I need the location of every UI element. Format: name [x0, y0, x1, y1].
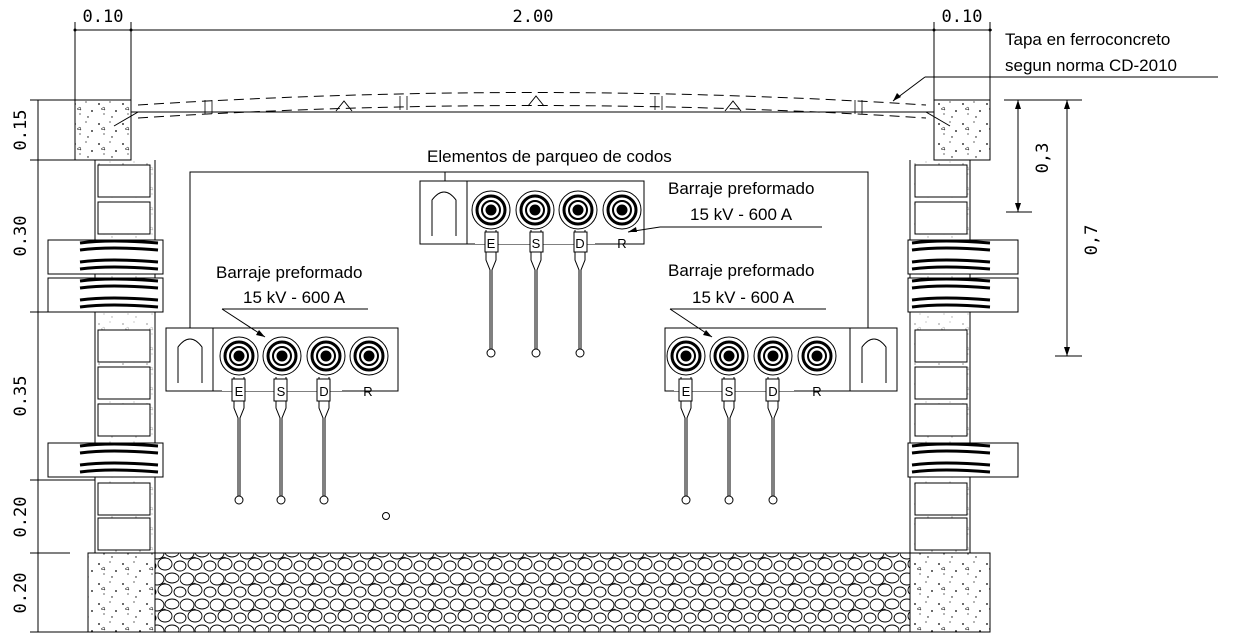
busbar-right-leader — [669, 308, 826, 338]
right-dimension-lines — [1004, 99, 1082, 357]
busbar-left-leader — [221, 308, 368, 338]
left-wall — [94, 160, 156, 553]
label-busbar-center-2: 15 kV - 600 A — [690, 205, 793, 224]
left-duct-1 — [47, 239, 164, 275]
bushing — [797, 336, 837, 376]
left-terminal-d: D — [319, 384, 328, 399]
label-busbar-right-2: 15 kV - 600 A — [692, 288, 795, 307]
label-busbar-center-1: Barraje preformado — [668, 179, 814, 198]
busbar-left-bushings — [219, 336, 389, 376]
busbar-center-leader — [627, 226, 822, 233]
top-dimension-line — [73, 22, 992, 112]
right-terminal-e: E — [682, 384, 691, 399]
center-terminal-d: D — [575, 236, 584, 251]
label-busbar-left-2: 15 kV - 600 A — [243, 288, 346, 307]
dim-left-row2: 0.35 — [11, 376, 31, 417]
left-duct-3 — [47, 442, 164, 478]
label-cover-line1: Tapa en ferroconcreto — [1005, 30, 1170, 49]
label-busbar-left-1: Barraje preformado — [216, 263, 362, 282]
bushing — [753, 336, 793, 376]
busbar-center-bushings — [471, 190, 642, 230]
right-terminal-s: S — [725, 384, 734, 399]
dim-left-row3: 0.20 — [11, 497, 31, 538]
base-slab — [87, 552, 991, 633]
right-wall — [909, 160, 971, 553]
right-duct-1 — [907, 239, 1019, 275]
bushing — [219, 336, 259, 376]
bushing — [602, 190, 642, 230]
bushing — [666, 336, 706, 376]
label-busbar-right-1: Barraje preformado — [668, 261, 814, 280]
left-duct-2 — [47, 277, 164, 313]
dim-right-inner: 0,3 — [1033, 143, 1053, 174]
dim-left-cover: 0.15 — [11, 110, 31, 151]
center-terminal-r: R — [617, 236, 626, 251]
center-terminal-s: S — [532, 236, 541, 251]
drain-point — [382, 512, 390, 520]
dim-top-span: 2.00 — [513, 7, 554, 27]
dim-left-base: 0.20 — [11, 573, 31, 614]
left-terminal-e: E — [235, 384, 244, 399]
dim-right-outer: 0,7 — [1082, 225, 1102, 256]
left-terminal-r: R — [363, 384, 372, 399]
center-terminal-e: E — [487, 236, 496, 251]
bushing — [349, 336, 389, 376]
left-terminal-s: S — [277, 384, 286, 399]
bushing — [515, 190, 555, 230]
left-dimension-line — [30, 99, 95, 633]
cover-slab — [74, 92, 991, 161]
dim-left-row1: 0.30 — [11, 216, 31, 257]
dim-top-right-wall: 0.10 — [942, 7, 983, 27]
bushing — [262, 336, 302, 376]
label-cover-line2: segun norma CD-2010 — [1005, 56, 1177, 75]
busbar-right-bushings — [666, 336, 837, 376]
busbar-right-cables — [680, 377, 779, 505]
right-duct-3 — [907, 442, 1019, 478]
bushing — [558, 190, 598, 230]
dim-top-left-wall: 0.10 — [83, 7, 124, 27]
right-terminal-r: R — [812, 384, 821, 399]
right-terminal-d: D — [768, 384, 777, 399]
bushing — [306, 336, 346, 376]
label-parking: Elementos de parqueo de codos — [427, 147, 672, 166]
bushing — [709, 336, 749, 376]
bushing — [471, 190, 511, 230]
cover-leader — [892, 76, 1218, 102]
right-duct-2 — [907, 277, 1019, 313]
busbar-right — [664, 327, 898, 392]
